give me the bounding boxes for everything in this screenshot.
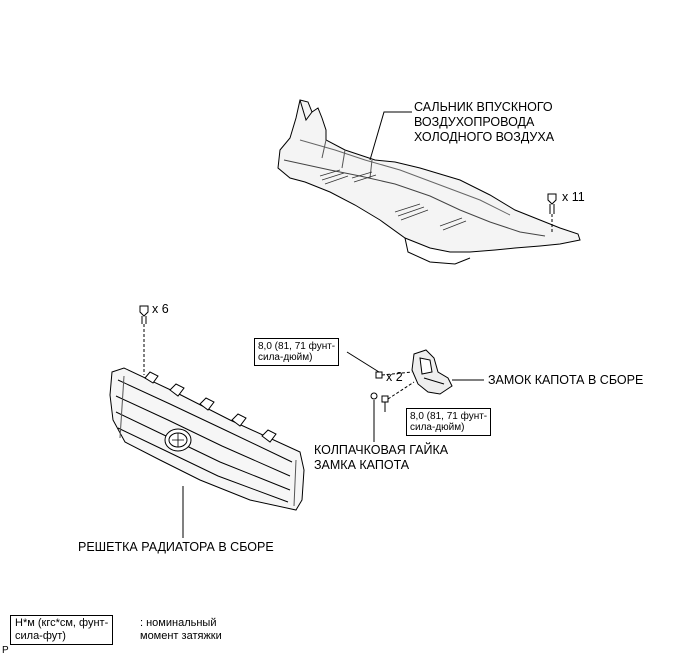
air-intake-seal-illustration [277,99,581,265]
lock-bolt-torque-line2: сила-дюйм) [258,352,313,363]
legend-description-line1: : номинальный [140,617,217,629]
cap-nut-torque-line1: 8,0 (81, 71 фунт- [410,411,488,422]
legend-unit-box: Н*м (кгс*см, фунт- сила-фут) [10,615,114,645]
cap-nut-torque-box: 8,0 (81, 71 фунт- сила-дюйм) [406,408,492,436]
seal-label-line2: ВОЗДУХОПРОВОДА [414,115,535,129]
lock-bolt-count: x 2 [386,370,403,384]
hood-lock-label: ЗАМОК КАПОТА В СБОРЕ [488,373,644,387]
cap-nut-label-line1: КОЛПАЧКОВАЯ ГАЙКА [314,443,449,457]
seal-clip-icon [547,193,557,232]
grille-label: РЕШЕТКА РАДИАТОРА В СБОРЕ [78,540,274,554]
radiator-grille-illustration [109,367,305,511]
hood-lock-illustration [411,349,484,395]
figure-code: P [2,645,9,656]
legend-description: : номинальный момент затяжки [140,617,222,643]
lock-bolt-icon [346,351,413,379]
seal-label-line1: САЛЬНИК ВПУСКНОГО [414,100,553,114]
cap-nut-label: КОЛПАЧКОВАЯ ГАЙКА ЗАМКА КАПОТА [314,443,448,473]
grille-clip-icon [139,305,149,375]
seal-label-line3: ХОЛОДНОГО ВОЗДУХА [414,130,555,144]
seal-label: САЛЬНИК ВПУСКНОГО ВОЗДУХОПРОВОДА ХОЛОДНО… [414,100,554,145]
lock-bolt-torque-line1: 8,0 (81, 71 фунт- [258,341,336,352]
seal-clip-count: x 11 [562,190,585,204]
legend-unit-line1: Н*м (кгс*см, фунт- [15,617,109,629]
legend-unit-line2: сила-фут) [15,630,66,642]
cap-nut-torque-line2: сила-дюйм) [410,422,465,433]
lock-bolt-torque-box: 8,0 (81, 71 фунт- сила-дюйм) [254,338,340,366]
grille-clip-count: x 6 [152,302,169,316]
legend-description-line2: момент затяжки [140,630,222,642]
cap-nut-label-line2: ЗАМКА КАПОТА [314,458,410,472]
cap-nut-icon [370,381,415,442]
